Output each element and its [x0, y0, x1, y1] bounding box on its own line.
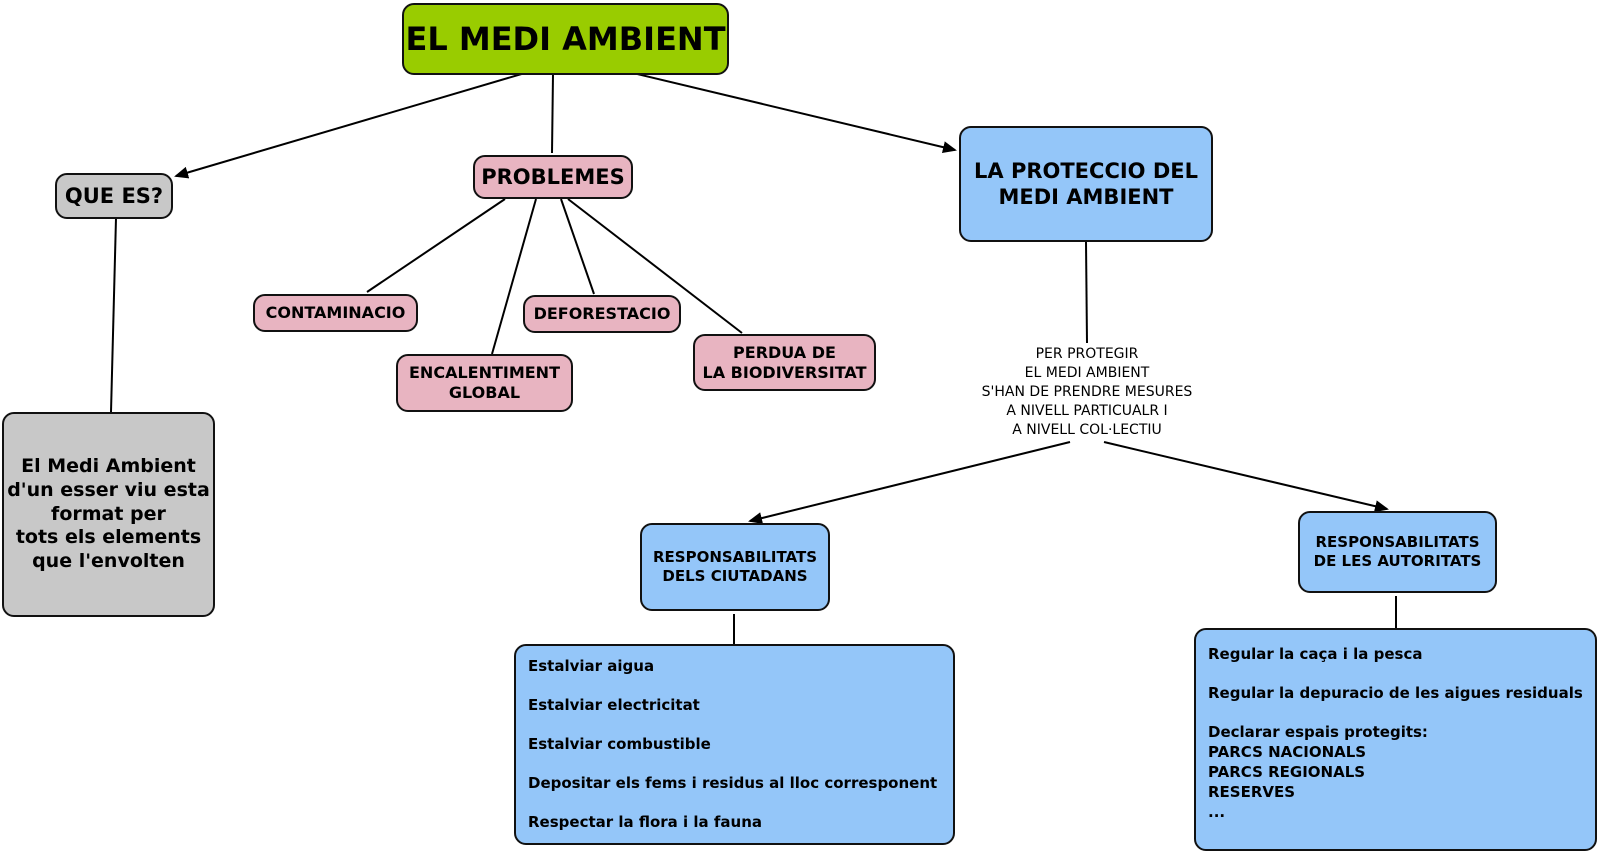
- deforestacio-node: DEFORESTACIO: [523, 295, 681, 333]
- ciutadans-node: RESPONSABILITATS DELS CIUTADANS: [640, 523, 830, 611]
- contaminacio-label: CONTAMINACIO: [265, 303, 406, 322]
- ciutadans-label: RESPONSABILITATS DELS CIUTADANS: [652, 548, 817, 585]
- encalentiment-label: ENCALENTIMENT GLOBAL: [409, 363, 560, 402]
- list-item: RESERVES: [1208, 783, 1296, 801]
- link-problemes-deforestacio: [560, 198, 595, 295]
- list-item: PARCS NACIONALS: [1208, 743, 1367, 761]
- proteccio-node: LA PROTECCIO DEL MEDI AMBIENT: [959, 126, 1213, 242]
- autoritats-list-node: Regular la caça i la pesca Regular la de…: [1194, 628, 1597, 851]
- contaminacio-node: CONTAMINACIO: [253, 294, 418, 332]
- link-problemes-contaminacio: [366, 198, 506, 293]
- link-mesures-ciutadans: [748, 441, 1071, 524]
- root-node: EL MEDI AMBIENT: [402, 3, 729, 75]
- definicio-node: El Medi Ambient d'un esser viu esta form…: [2, 412, 215, 617]
- encalentiment-node: ENCALENTIMENT GLOBAL: [396, 354, 573, 412]
- list-item: Regular la depuracio de les aigues resid…: [1208, 684, 1583, 702]
- link-problemes-encalentiment: [491, 198, 537, 355]
- root-title: EL MEDI AMBIENT: [405, 20, 726, 58]
- link-proteccio-mesures: [1085, 241, 1088, 344]
- ciutadans-list-node: Estalviar aigua Estalviar electricitat E…: [514, 644, 955, 845]
- list-item: PARCS REGIONALS: [1208, 763, 1366, 781]
- list-item: Depositar els fems i residus al lloc cor…: [528, 774, 938, 792]
- list-item: Declarar espais protegits:: [1208, 723, 1428, 741]
- list-item: Estalviar aigua: [528, 657, 655, 675]
- list-item: Estalviar electricitat: [528, 696, 700, 714]
- list-item: Estalviar combustible: [528, 735, 711, 753]
- link-root-proteccio: [632, 72, 957, 154]
- link-mesures-autoritats: [1103, 441, 1389, 513]
- problemes-label: PROBLEMES: [481, 164, 625, 189]
- list-item: Respectar la flora i la fauna: [528, 813, 762, 831]
- link-que-es-definicio: [110, 217, 117, 413]
- proteccio-label: LA PROTECCIO DEL MEDI AMBIENT: [974, 158, 1198, 209]
- link-problemes-biodiversitat: [567, 198, 743, 334]
- autoritats-label: RESPONSABILITATS DE LES AUTORITATS: [1313, 533, 1482, 570]
- list-item: Regular la caça i la pesca: [1208, 645, 1423, 663]
- mesures-label: PER PROTEGIR EL MEDI AMBIENT S'HAN DE PR…: [952, 345, 1222, 440]
- biodiversitat-node: PERDUA DE LA BIODIVERSITAT: [693, 334, 876, 391]
- problemes-node: PROBLEMES: [473, 155, 633, 199]
- que-es-node: QUE ES?: [55, 173, 173, 219]
- que-es-label: QUE ES?: [64, 183, 164, 208]
- autoritats-node: RESPONSABILITATS DE LES AUTORITATS: [1298, 511, 1497, 593]
- definicio-text: El Medi Ambient d'un esser viu esta form…: [7, 455, 210, 573]
- link-root-problemes: [551, 73, 554, 154]
- list-item: ...: [1208, 803, 1226, 821]
- biodiversitat-label: PERDUA DE LA BIODIVERSITAT: [702, 342, 867, 382]
- link-root-que-es: [174, 72, 526, 179]
- deforestacio-label: DEFORESTACIO: [533, 304, 671, 323]
